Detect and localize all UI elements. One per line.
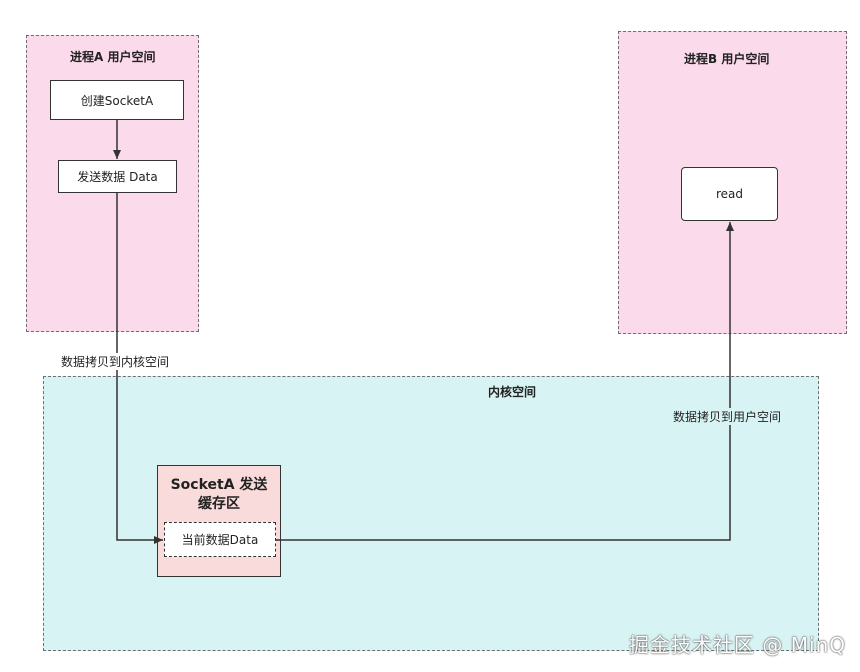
send-buffer-box: SocketA 发送缓存区 (157, 465, 281, 577)
create-socket-box: 创建SocketA (50, 80, 184, 120)
current-data-box: 当前数据Data (164, 522, 276, 557)
process-a-title: 进程A 用户空间 (70, 50, 156, 64)
arrow-buffer-to-read (276, 222, 734, 541)
kernel-space-title: 内核空间 (488, 385, 537, 399)
watermark: 掘金技术社区 @ MinQ (629, 633, 846, 657)
send-data-box: 发送数据 Data (58, 160, 177, 193)
copy-to-user-label: 数据拷贝到用户空间 (672, 408, 783, 425)
process-b-title: 进程B 用户空间 (684, 52, 770, 66)
send-buffer-title: SocketA 发送缓存区 (170, 477, 268, 512)
read-box: read (681, 167, 778, 221)
copy-to-kernel-label: 数据拷贝到内核空间 (60, 353, 171, 370)
arrow-send-to-buffer (116, 193, 163, 544)
